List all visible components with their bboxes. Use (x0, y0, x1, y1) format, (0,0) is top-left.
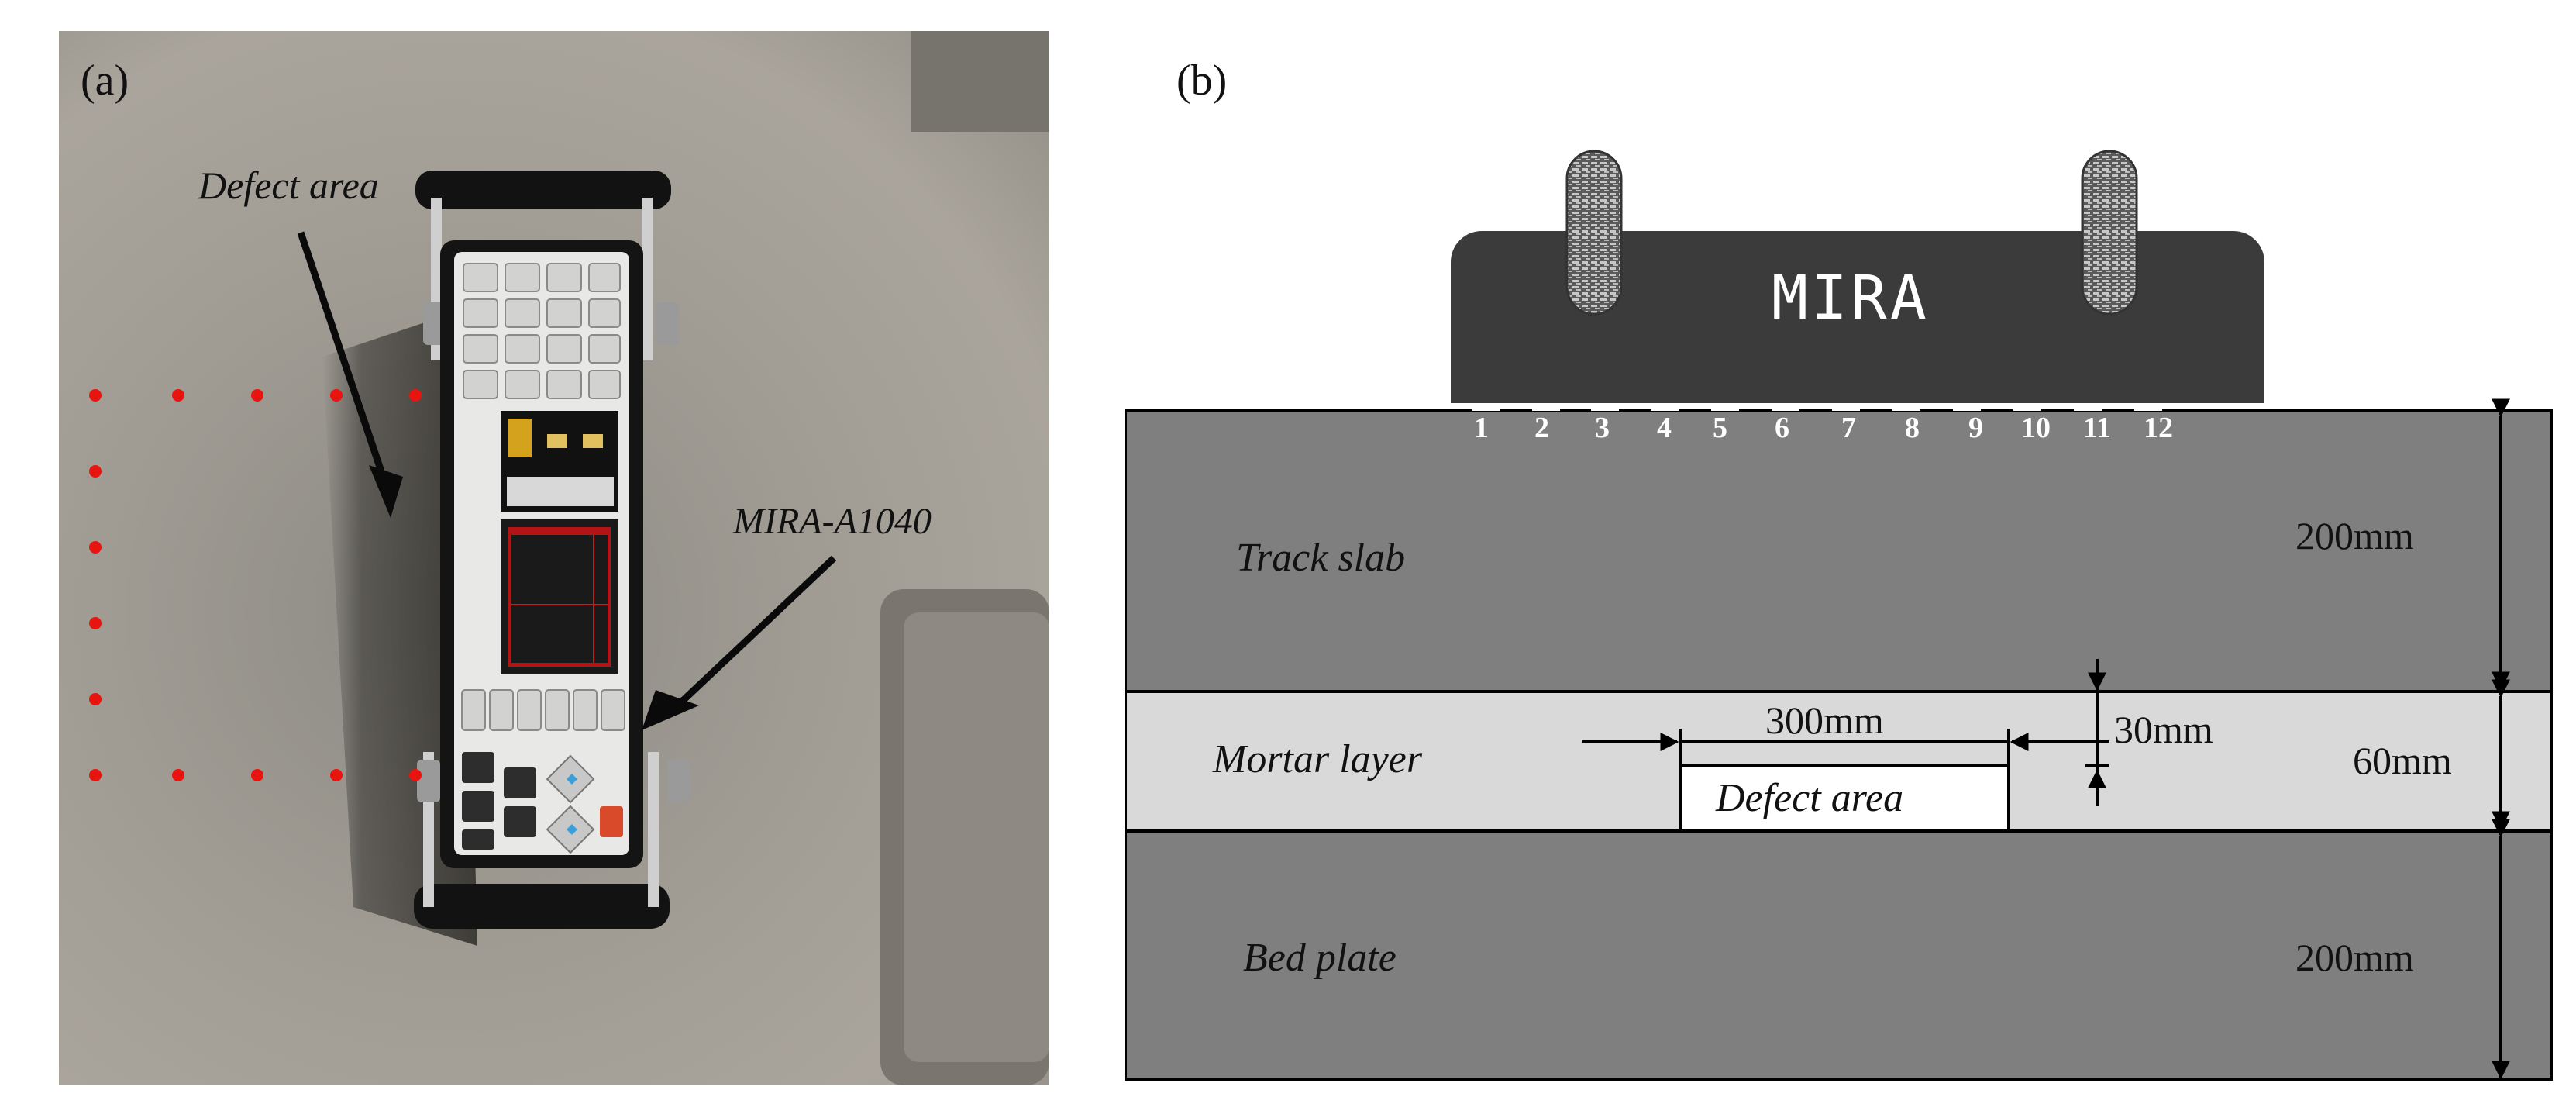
concrete-block-top (911, 31, 1049, 132)
top-handle (415, 171, 671, 209)
marker-dots (89, 389, 422, 781)
sensor-number: 2 (1534, 412, 1549, 444)
bed-plate-thickness: 200mm (2295, 936, 2414, 979)
sensor-number: 8 (1905, 412, 1920, 444)
annotation-arrows (297, 231, 837, 730)
device-keypad (463, 263, 621, 399)
defect-area-label: Defect area (1716, 776, 1904, 820)
track-slab-thickness: 200mm (2295, 514, 2414, 557)
sensor-number: 7 (1841, 412, 1856, 444)
cross-section-panel: MIRA 1 2 3 4 5 6 7 8 9 10 11 12 Track sl… (1125, 31, 2559, 1093)
defect-height-dimension (2085, 659, 2109, 806)
panel-label-b: (b) (1176, 57, 1228, 105)
defect-width-dimension (1582, 729, 2109, 766)
sensor-number-row: 1 2 3 4 5 6 7 8 9 10 11 12 (1466, 411, 2210, 450)
sensor-number: 3 (1595, 412, 1610, 444)
mira-device-label: MIRA (1772, 264, 1930, 333)
photo-illustration (89, 31, 1049, 1085)
sensor-number: 11 (2083, 412, 2111, 444)
defect-area-annotation: Defect area (198, 164, 379, 207)
bed-plate-layer (1125, 829, 2553, 1081)
photo-panel: Defect area MIRA-A1040 (59, 31, 1049, 1085)
mortar-layer-thickness: 60mm (2353, 739, 2452, 782)
left-handle (1565, 150, 1623, 316)
mortar-layer-label: Mortar layer (1213, 737, 1423, 781)
sensor-number: 1 (1474, 412, 1489, 444)
right-handle (2081, 150, 2138, 316)
track-slab-layer (1125, 409, 2553, 693)
sensor-number: 12 (2144, 412, 2173, 444)
defect-height-label: 30mm (2114, 708, 2213, 751)
cross-section-diagram (1125, 150, 2553, 1081)
sensor-number: 10 (2021, 412, 2051, 444)
sensor-number: 9 (1968, 412, 1983, 444)
sensor-number: 6 (1775, 412, 1789, 444)
defect-area-box (1679, 764, 2010, 833)
bottom-handle (414, 884, 670, 929)
transducer-contacts (1472, 403, 2162, 411)
sensor-number: 4 (1657, 412, 1672, 444)
device-annotation: MIRA-A1040 (733, 500, 932, 543)
track-slab-label: Track slab (1236, 536, 1406, 580)
device-nav-keys (462, 752, 623, 854)
sensor-number: 5 (1713, 412, 1727, 444)
bed-plate-label: Bed plate (1243, 936, 1396, 980)
defect-width-label: 300mm (1765, 698, 1884, 742)
device-annotation-text: MIRA-A1040 (733, 501, 932, 542)
panel-label-a: (a) (81, 57, 129, 105)
device-function-keys (461, 689, 625, 731)
